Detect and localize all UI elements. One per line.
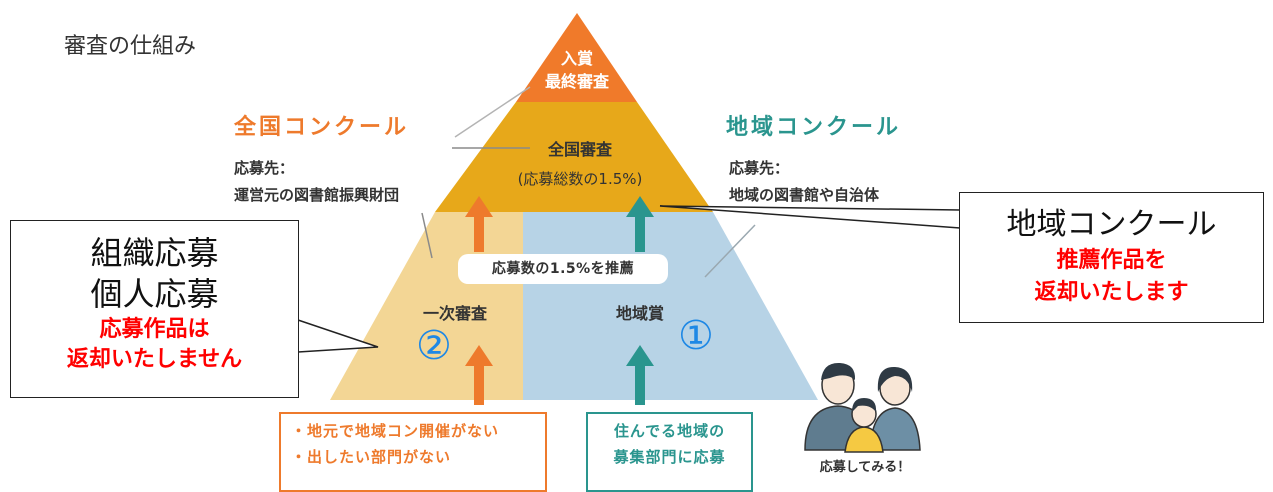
callout-left-red2: 返却いたしません — [66, 347, 243, 372]
top-layer — [516, 13, 637, 102]
family-illustration-icon — [804, 362, 921, 453]
arrow-orange-upper — [465, 196, 493, 252]
national-dest-value: 運営元の図書館振興財団 — [234, 186, 400, 204]
primary-label: 一次審査 — [422, 304, 487, 323]
bottom-left-line2: ・出したい部門がない — [291, 448, 452, 466]
bottom-right-box: 住んでる地域の 募集部門に応募 — [586, 412, 753, 492]
national-contest-title: 全国コンクール — [234, 115, 410, 140]
national-title: 全国審査 — [547, 140, 612, 159]
callout-right: 地域コンクール 推薦作品を 返却いたします — [959, 192, 1264, 323]
callout-left-line2: 個人応募 — [90, 275, 219, 313]
bottom-left-line1: ・地元で地域コン開催がない — [291, 422, 500, 440]
callout-left-pointer — [297, 319, 379, 353]
national-layer — [435, 102, 713, 212]
bottom-left-box: ・地元で地域コン開催がない ・出したい部門がない — [279, 412, 547, 492]
top-label-line1: 入賞 — [560, 49, 593, 68]
regional-label: 地域賞 — [615, 304, 664, 323]
top-label-line2: 最終審査 — [544, 72, 609, 91]
national-sub: (応募総数の1.5%) — [517, 170, 643, 188]
callout-right-pointer — [659, 205, 961, 229]
regional-dest-value: 地域の図書館や自治体 — [729, 186, 880, 204]
leader-line-top — [454, 86, 531, 138]
callout-left-red1: 応募作品は — [99, 317, 210, 342]
arrow-orange-lower — [465, 345, 493, 405]
arrow-teal-lower — [626, 345, 654, 405]
callout-right-red2: 返却いたします — [1034, 280, 1189, 305]
number-one: ① — [678, 313, 714, 359]
regional-contest-title: 地域コンクール — [726, 115, 902, 140]
callout-left: 組織応募 個人応募 応募作品は 返却いたしません — [10, 220, 299, 398]
bottom-right-line2: 募集部門に応募 — [613, 448, 726, 466]
recommend-label: 応募数の1.5%を推薦 — [458, 254, 668, 284]
number-two: ② — [416, 323, 452, 369]
pyramid-diagram — [297, 13, 961, 453]
regional-dest-label: 応募先： — [729, 159, 790, 177]
family-caption: 応募してみる！ — [819, 460, 911, 475]
callout-right-red1: 推薦作品を — [1056, 248, 1167, 273]
leader-line-left — [421, 212, 433, 259]
callout-left-line1: 組織応募 — [90, 234, 219, 272]
callout-right-line1: 地域コンクール — [1006, 207, 1217, 242]
leader-line-right — [704, 224, 756, 278]
national-dest-label: 応募先： — [234, 159, 295, 177]
bottom-right-line1: 住んでる地域の — [613, 422, 726, 440]
page-title: 審査の仕組み — [64, 34, 197, 59]
arrow-teal-upper — [626, 196, 654, 252]
